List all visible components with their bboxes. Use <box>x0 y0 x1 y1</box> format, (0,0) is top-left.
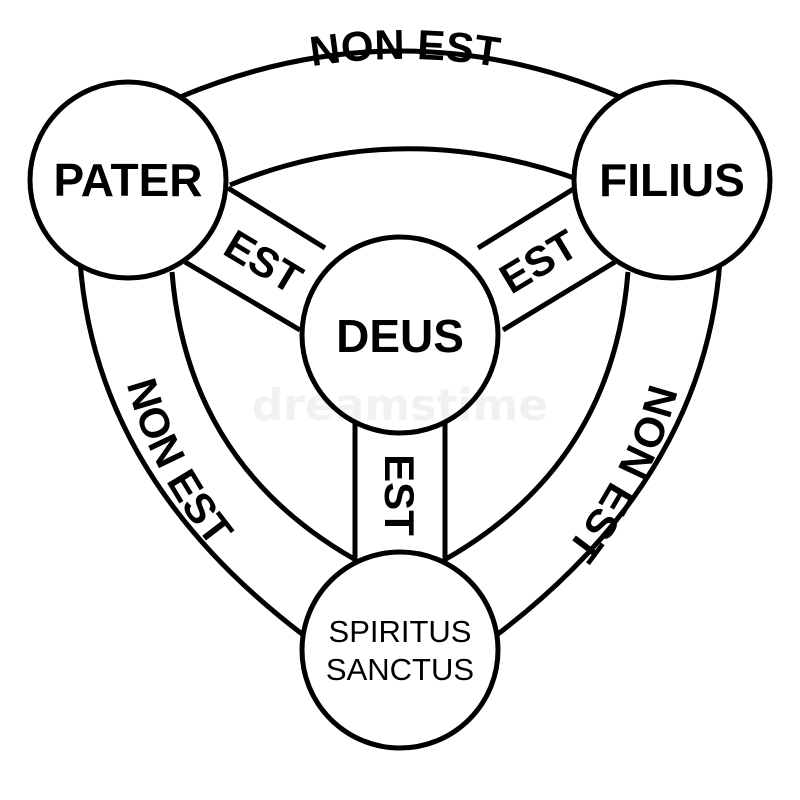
node-filius: FILIUS <box>571 79 773 281</box>
pater-label: PATER <box>53 154 202 206</box>
edge-filius-spiritus-label: NON EST <box>559 380 687 571</box>
edge-spiritus-deus-label: EST <box>376 454 423 536</box>
edge-spiritus-pater-label: NON EST <box>118 373 242 554</box>
edge-pater-filius-label: NON EST <box>307 21 504 76</box>
watermark: dreamstime <box>252 380 549 431</box>
node-deus: DEUS <box>299 234 501 436</box>
filius-label: FILIUS <box>599 154 745 206</box>
node-spiritus-sanctus: SPIRITUS SANCTUS <box>299 549 501 751</box>
outer-rim <box>77 48 723 643</box>
spokes <box>183 185 617 570</box>
sanctus-label: SANCTUS <box>326 652 474 687</box>
spiritus-label: SPIRITUS <box>329 614 472 649</box>
deus-label: DEUS <box>336 310 464 362</box>
node-pater: PATER <box>27 79 229 281</box>
